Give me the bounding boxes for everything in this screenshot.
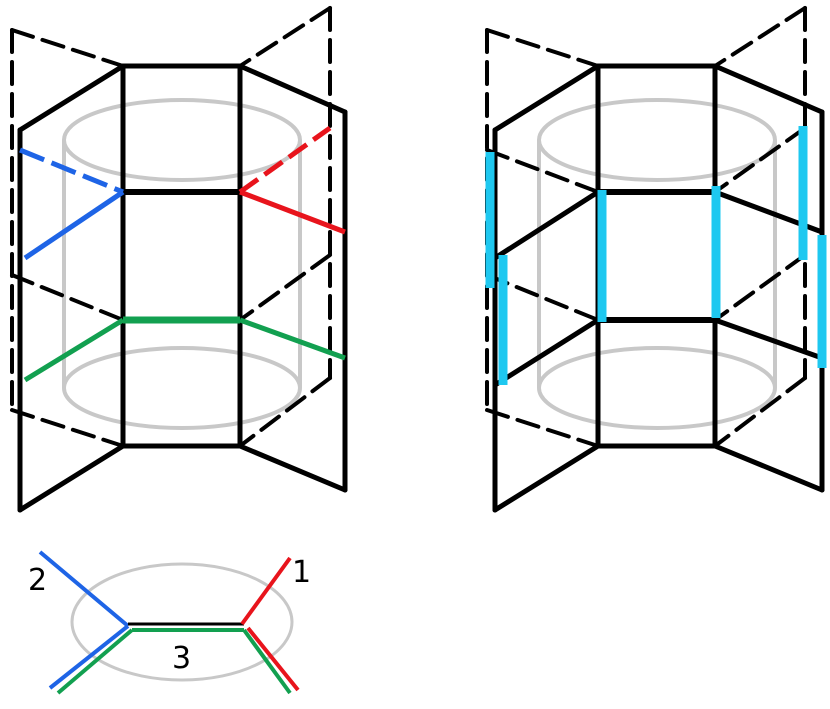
label-three: 3 xyxy=(172,641,191,676)
label-two: 2 xyxy=(28,563,47,598)
left-figure xyxy=(10,6,348,513)
left-dashed-lines xyxy=(10,6,332,448)
left-blue-path xyxy=(19,147,125,261)
left-cylinder xyxy=(62,98,302,430)
bottom-ellipse xyxy=(70,562,294,682)
bottom-diagram: 2 1 3 xyxy=(28,550,311,695)
left-solid-frame xyxy=(17,63,348,513)
right-figure xyxy=(485,6,827,513)
left-green-path xyxy=(23,316,346,383)
label-one: 1 xyxy=(292,555,311,590)
right-cylinder xyxy=(537,98,777,430)
left-red-path xyxy=(238,125,346,235)
right-cyan-segments xyxy=(485,126,827,385)
right-dashed-lines xyxy=(485,6,807,448)
